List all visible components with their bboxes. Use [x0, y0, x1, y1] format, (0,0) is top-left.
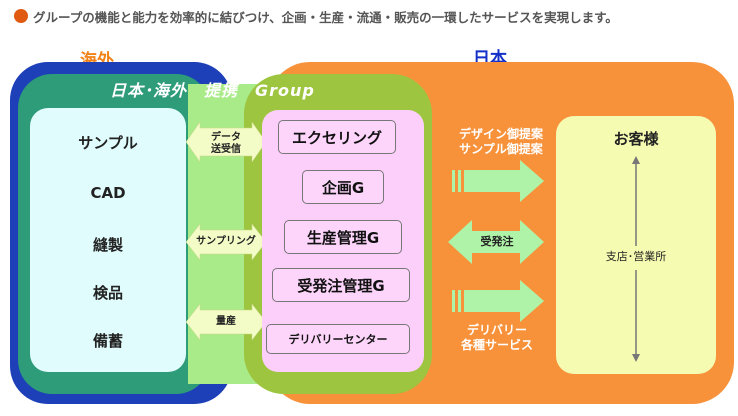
headline: グループの機能と能力を効率的に結びつけ、企画・生産・流通・販売の一環したサービス… [14, 6, 618, 26]
customer-connector-icon [632, 156, 640, 362]
bridge-arrow-label: 量産 [216, 316, 236, 327]
company-box: 受発注管理G [272, 268, 410, 302]
company-box: デリバリーセンター [266, 324, 410, 354]
flow-label-text: デザイン御提案サンプル御提案 [458, 127, 543, 156]
bullet-icon [14, 9, 28, 23]
function-item: 縫製 [92, 236, 123, 254]
flow-arrow-right [452, 160, 544, 202]
function-item: 備蓄 [92, 332, 123, 350]
bridge-arrow-label: サンプリング [196, 236, 256, 247]
company-box: 企画G [302, 170, 384, 204]
function-item: CAD [90, 184, 126, 202]
function-item: 検品 [92, 284, 123, 302]
bridge-arrow [186, 303, 266, 341]
flow-arrow-both [448, 220, 544, 264]
overseas-functions-panel: サンプル CAD 縫製 検品 備蓄 [30, 108, 186, 372]
flow-label-proposal: デザイン御提案サンプル御提案 [446, 127, 556, 157]
function-item: サンプル [78, 134, 138, 152]
flow-arrow-right [452, 280, 544, 322]
bridge-arrow [186, 121, 266, 163]
flow-arrows-svg [448, 160, 544, 322]
bridge-arrows-svg [186, 121, 266, 341]
bridge-arrow-label: データ送受信 [192, 132, 260, 156]
bridge-arrow-label-text: データ送受信 [211, 132, 241, 155]
group-companies-panel: エクセリング 企画G 生産管理G 受発注管理G デリバリーセンター [262, 110, 424, 372]
flow-label-text: デリバリー各種サービス [460, 323, 533, 352]
headline-text: グループの機能と能力を効率的に結びつけ、企画・生産・流通・販売の一環したサービス… [33, 9, 618, 25]
customer-panel: お客様 支店･営業所 [556, 116, 716, 374]
group-title: 日本･海外 提携 Group [110, 81, 315, 100]
customer-title: お客様 [613, 130, 659, 148]
flow-label-delivery: デリバリー各種サービス [450, 323, 544, 353]
company-box: エクセリング [278, 120, 396, 154]
bridge-arrow [186, 223, 266, 261]
branch-office-label: 支店･営業所 [605, 250, 667, 263]
company-box: 生産管理G [284, 220, 402, 254]
flow-label-orders: 受発注 [480, 235, 514, 248]
